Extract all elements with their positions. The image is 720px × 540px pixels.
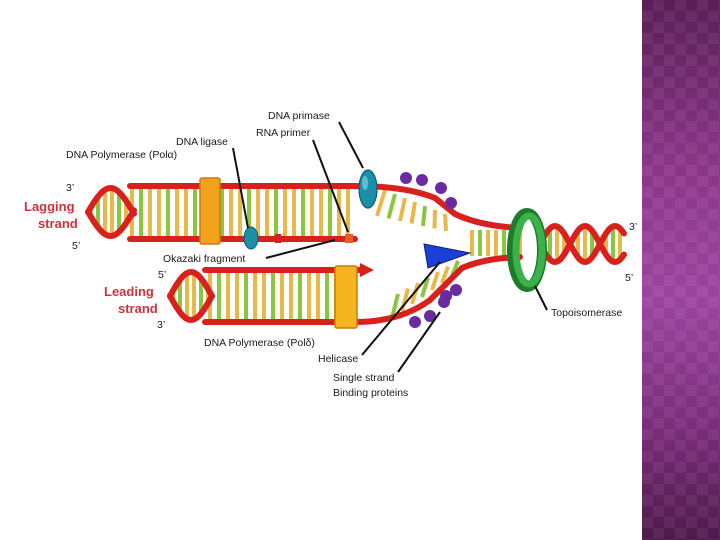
dna-primase-highlight bbox=[362, 176, 368, 190]
okazaki-gap-marker-2 bbox=[345, 234, 353, 243]
topoisomerase bbox=[512, 212, 546, 288]
ssb-protein bbox=[409, 316, 421, 328]
base-pair-rung bbox=[410, 282, 420, 305]
dna-primase bbox=[358, 169, 378, 209]
ssb-protein bbox=[416, 174, 428, 186]
dna-polymerase-delta bbox=[334, 265, 358, 329]
label-leading-line2: strand bbox=[118, 301, 158, 316]
leading-helix-strand-a bbox=[167, 269, 215, 299]
label-topoisomerase: Topoisomerase bbox=[551, 307, 622, 319]
end-lead-bottom: 3’ bbox=[157, 319, 165, 331]
ssb-protein bbox=[445, 197, 457, 209]
end-lag-top: 3’ bbox=[66, 182, 74, 194]
parent-backbone-top bbox=[452, 211, 523, 231]
parent-helix-strand-b bbox=[537, 223, 627, 265]
label-dna-polymerase-alpha: DNA Polymerase (Polα) bbox=[66, 149, 177, 161]
lagging-template-backbone bbox=[127, 183, 458, 217]
base-pair-rung bbox=[421, 205, 427, 227]
base-pair-rung bbox=[420, 276, 430, 298]
dna-replication-diagram: DNA primase RNA primer DNA ligase DNA Po… bbox=[24, 110, 637, 399]
label-ssb-line2: Binding proteins bbox=[333, 387, 408, 399]
base-pair-rung bbox=[432, 209, 437, 229]
okazaki-gap-marker-1 bbox=[275, 234, 281, 243]
label-rna-primer: RNA primer bbox=[256, 127, 311, 139]
single-strand-binding-proteins bbox=[400, 172, 462, 328]
base-pair-rung bbox=[390, 293, 400, 319]
decorative-side-band bbox=[642, 0, 720, 540]
base-pair-rung bbox=[443, 213, 448, 232]
label-leading-line1: Leading bbox=[104, 284, 154, 299]
lagging-helix-strand-b bbox=[85, 207, 137, 240]
leader-lines bbox=[232, 121, 548, 373]
helix-backbones bbox=[85, 184, 627, 323]
dna-ligase bbox=[243, 226, 259, 250]
leading-direction-arrow bbox=[360, 263, 374, 277]
end-right-top: 3’ bbox=[629, 221, 637, 233]
ssb-protein bbox=[435, 182, 447, 194]
label-dna-primase: DNA primase bbox=[268, 110, 330, 122]
helicase bbox=[423, 243, 472, 269]
lagging-helix-strand-a bbox=[85, 184, 137, 217]
ssb-protein bbox=[450, 284, 462, 296]
leading-helix-strand-b bbox=[167, 293, 215, 323]
base-pair-rung bbox=[430, 271, 440, 291]
end-right-bottom: 5’ bbox=[625, 272, 633, 284]
label-dna-polymerase-delta: DNA Polymerase (Polδ) bbox=[204, 337, 315, 349]
label-ssb-line1: Single strand bbox=[333, 372, 394, 384]
dna-polymerase-alpha bbox=[199, 177, 221, 245]
base-pair-rung bbox=[409, 201, 417, 224]
base-pair-rung bbox=[398, 197, 407, 222]
end-lead-top: 5’ bbox=[158, 269, 166, 281]
label-okazaki-fragment: Okazaki fragment bbox=[163, 253, 245, 265]
ssb-protein bbox=[440, 290, 452, 302]
base-pair-rung bbox=[375, 189, 387, 217]
base-pair-rung bbox=[386, 193, 397, 220]
base-pair-rung bbox=[440, 265, 450, 284]
ssb-protein bbox=[424, 310, 436, 322]
end-lag-bottom: 5’ bbox=[72, 240, 80, 252]
label-lagging-line2: strand bbox=[38, 216, 78, 231]
label-helicase: Helicase bbox=[318, 353, 358, 365]
ssb-protein bbox=[400, 172, 412, 184]
parent-helix-strand-a bbox=[537, 223, 627, 265]
label-dna-ligase: DNA ligase bbox=[176, 136, 228, 148]
label-lagging-line1: Lagging bbox=[24, 199, 75, 214]
